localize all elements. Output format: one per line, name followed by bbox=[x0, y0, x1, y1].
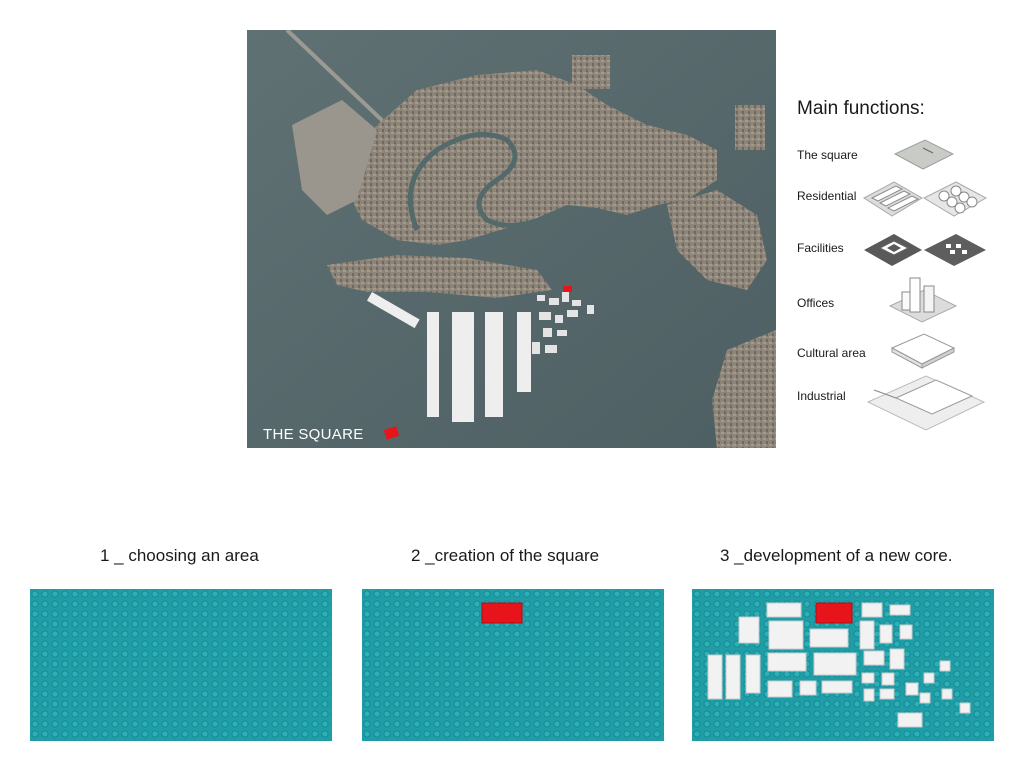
step-1-title: 1 _ choosing an area bbox=[100, 546, 259, 565]
legend-title: Main functions: bbox=[797, 98, 925, 119]
residential-illustration-2 bbox=[922, 181, 988, 217]
new-core-blocks bbox=[532, 292, 594, 354]
legend-label-offices: Offices bbox=[797, 296, 835, 310]
square-illustration bbox=[893, 139, 955, 170]
map-label: THE SQUARE bbox=[263, 426, 364, 443]
legend-label-industrial: Industrial bbox=[797, 389, 846, 403]
north-east-island bbox=[735, 105, 765, 150]
step-2-title: 2 _creation of the square bbox=[411, 546, 600, 565]
venice-aerial-map bbox=[247, 30, 776, 448]
white-bricks bbox=[707, 602, 971, 728]
main-island bbox=[347, 70, 717, 245]
port-area bbox=[292, 100, 377, 215]
facilities-illustration-2 bbox=[924, 234, 986, 266]
legend-label-square: The square bbox=[797, 148, 858, 162]
south-east-island bbox=[712, 330, 776, 448]
grand-canal bbox=[407, 131, 569, 231]
square-legend-marker bbox=[383, 426, 400, 440]
offices-illustration bbox=[888, 277, 958, 323]
red-square-brick bbox=[815, 602, 853, 624]
industrial-illustration bbox=[866, 375, 986, 431]
lego-baseplate bbox=[30, 589, 332, 741]
giudecca-island bbox=[327, 255, 552, 298]
legend-label-facilities: Facilities bbox=[797, 241, 844, 255]
cultural-illustration bbox=[890, 333, 956, 369]
plate-step-3 bbox=[692, 589, 994, 741]
plate-step-1 bbox=[30, 589, 332, 741]
plate-step-2 bbox=[362, 589, 664, 741]
legend-label-residential: Residential bbox=[797, 189, 857, 203]
north-island bbox=[572, 55, 610, 89]
residential-illustration-1 bbox=[863, 181, 923, 217]
square-location-marker bbox=[563, 286, 572, 292]
red-square-brick bbox=[481, 602, 523, 624]
facilities-illustration-1 bbox=[864, 234, 922, 266]
step-3-title: 3 _development of a new core. bbox=[720, 546, 953, 565]
east-island bbox=[667, 190, 767, 290]
causeway bbox=[285, 30, 389, 127]
legend-label-cultural: Cultural area bbox=[797, 346, 866, 360]
new-piers bbox=[367, 292, 531, 422]
